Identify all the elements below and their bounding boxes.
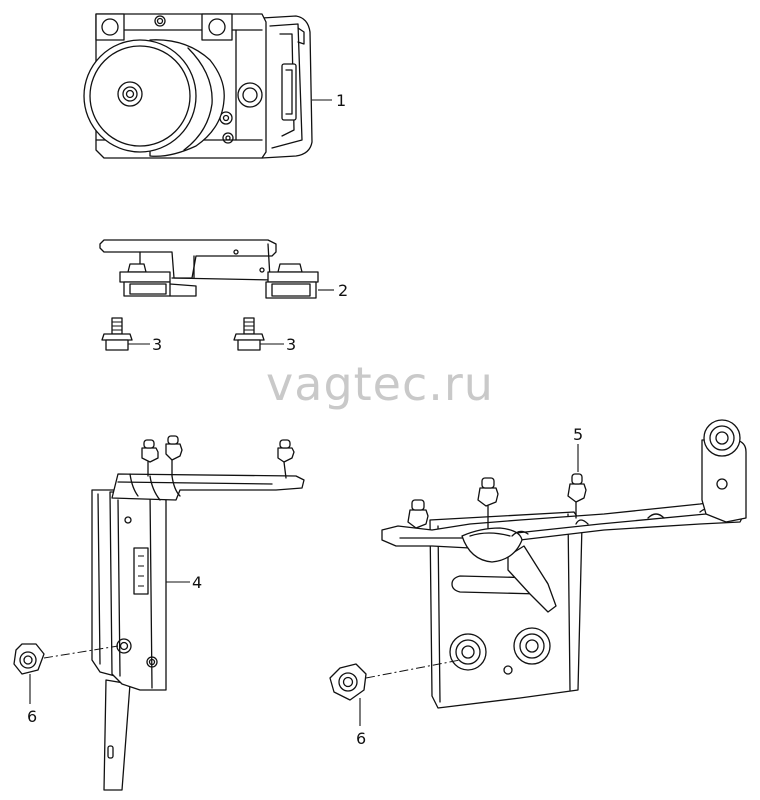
callout-6-left: 6	[27, 707, 37, 726]
upper-bracket: 2	[99, 239, 348, 300]
callout-4: 4	[192, 573, 202, 592]
callout-6-right: 6	[356, 729, 366, 748]
watermark-text: vagtec.ru	[266, 357, 494, 411]
nut-left: 6	[13, 643, 119, 726]
callout-1: 1	[336, 91, 346, 110]
abs-control-unit: 1	[83, 13, 346, 159]
nut-right: 6	[329, 659, 461, 748]
bolt-left: 3	[101, 317, 162, 354]
mount-bracket-right	[381, 419, 747, 709]
mount-bracket-left: 4	[91, 435, 305, 791]
callout-5: 5	[573, 425, 583, 444]
stud-bolt-callout: 5	[573, 425, 583, 472]
callout-3-right: 3	[286, 335, 296, 354]
callout-3-left: 3	[152, 335, 162, 354]
callout-2: 2	[338, 281, 348, 300]
bolt-right: 3	[233, 317, 296, 354]
